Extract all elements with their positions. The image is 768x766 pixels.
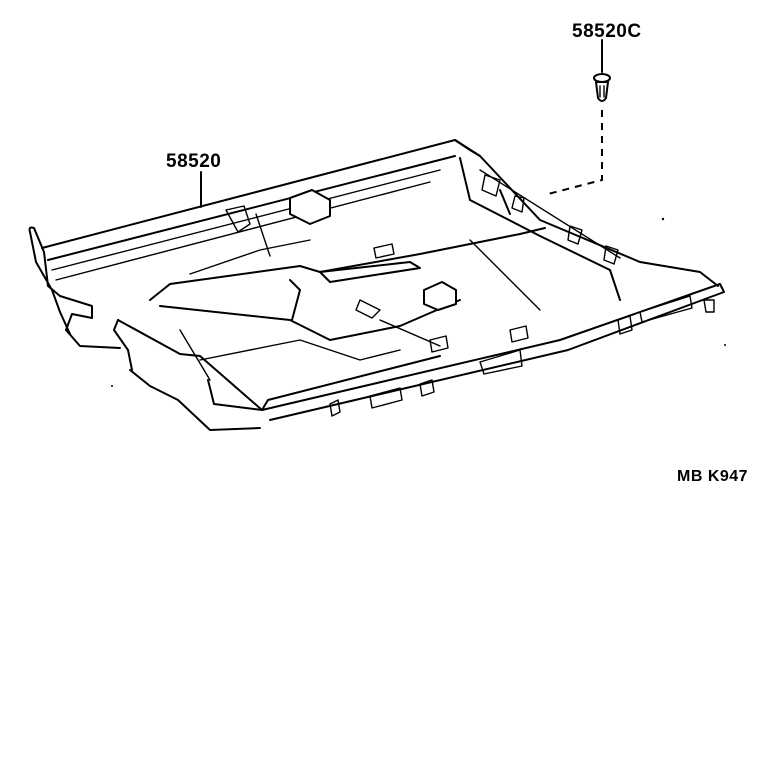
part-number-58520c: 58520C	[572, 21, 642, 42]
figure-code: MB K947	[677, 468, 749, 485]
dashed-leader-58520c	[547, 110, 603, 195]
part-number-58520: 58520	[166, 151, 222, 172]
carpet-58520	[28, 139, 725, 431]
clip-icon	[593, 73, 611, 102]
